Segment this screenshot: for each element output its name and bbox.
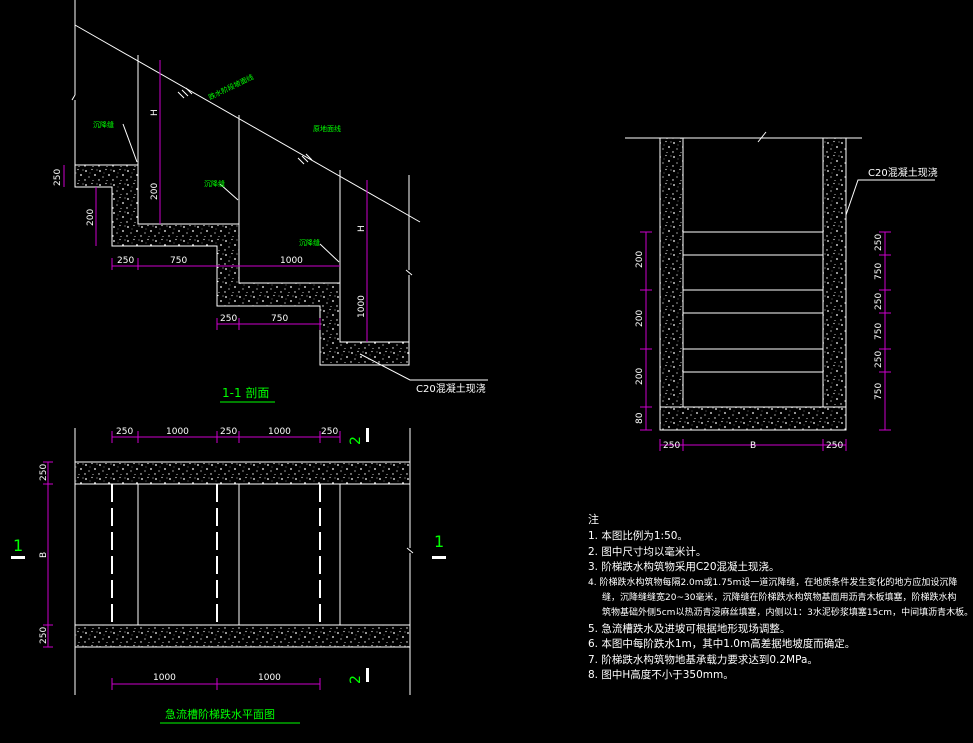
- plan-cut-bottom: 2: [348, 675, 364, 684]
- weep-joint-label-c: 沉降缝: [299, 238, 320, 247]
- cross-base: [659, 406, 847, 431]
- section-dimensions: [63, 60, 368, 342]
- cross-right-dim-3: 750: [874, 323, 884, 340]
- notes-header: 注: [588, 513, 599, 526]
- plan-bottom-wall: [74, 624, 411, 648]
- cross-dim-250b: 250: [826, 441, 843, 451]
- plan-dim-1000a: 1000: [166, 427, 189, 437]
- note-4-cont-2: 筑物基础外侧5cm以热沥青浸麻丝填塞，内侧以1：3水泥砂浆填塞15cm，中间填沥…: [602, 608, 973, 619]
- plan-dim-250a: 250: [116, 427, 133, 437]
- cross-concrete-label: C20混凝土现浇: [868, 166, 938, 179]
- section-title: 1-1 剖面: [222, 386, 269, 400]
- cross-right-wall: [822, 137, 847, 431]
- slope-line-label-2: 原地面线: [313, 124, 341, 133]
- plan-dim-250b: 250: [220, 427, 237, 437]
- section-cut-left: 1: [13, 536, 23, 555]
- cross-right-dim-0: 250: [874, 234, 884, 251]
- cross-dim-B: B: [750, 441, 756, 451]
- weep-joint-label-b: 沉降缝: [204, 179, 225, 188]
- plan-dim-bot-1000b: 1000: [258, 673, 281, 683]
- section-markers: [11, 428, 446, 682]
- slope-line-label-1: 跌水阶段坡面线: [207, 72, 255, 102]
- sec-dim-1000: 1000: [280, 256, 303, 266]
- plan-dimensions: [43, 431, 341, 690]
- cross-left-dim-0: 200: [635, 251, 645, 268]
- weep-joint-label-a: 沉降缝: [93, 120, 114, 129]
- cross-right-dim-4: 250: [874, 351, 884, 368]
- cross-dim-250a: 250: [663, 441, 680, 451]
- cross-right-dim-1: 750: [874, 263, 884, 280]
- cross-section: [625, 131, 935, 431]
- concrete-section-label: C20混凝土现浇: [416, 382, 486, 395]
- cross-dimensions: [640, 231, 891, 451]
- plan-view: [74, 428, 414, 695]
- sec-dim-750a: 750: [170, 256, 187, 266]
- note-8: 8. 图中H高度不小于350mm。: [588, 669, 734, 682]
- sec-dim-v200b: 200: [150, 183, 160, 200]
- note-7: 7. 阶梯跌水构筑物地基承载力要求达到0.2MPa。: [588, 653, 818, 666]
- plan-dim-bot-1000a: 1000: [153, 673, 176, 683]
- notes-block: 注 1. 本图比例为1:50。 2. 图中尺寸均以毫米计。 3. 阶梯跌水构筑物…: [588, 512, 973, 683]
- cross-left-dim-2: 200: [635, 368, 645, 385]
- plan-top-wall: [74, 461, 411, 485]
- section-concrete-body: [74, 164, 410, 366]
- plan-dim-v250a: 250: [39, 464, 49, 481]
- cad-drawing: 250 750 1000 250 750 250 200 200 H H 100…: [11, 0, 938, 724]
- note-4: 4. 阶梯跌水构筑物每隔2.0m或1.75m设一道沉降缝，在地质条件发生变化的地…: [588, 577, 958, 588]
- sec-dim-v200a: 200: [86, 209, 96, 226]
- plan-dim-B: B: [39, 552, 49, 558]
- sec-dim-H1: H: [150, 109, 160, 116]
- note-4-cont-1: 缝，沉降缝缝宽20~30毫米，沉降缝在阶梯跌水构筑物基面用沥青木板填塞，阶梯跌水…: [602, 593, 957, 604]
- cross-left-dim-1: 200: [635, 310, 645, 327]
- section-cut-right: 1: [434, 532, 444, 551]
- cross-left-wall: [659, 137, 684, 431]
- sec-dim-250a: 250: [117, 256, 134, 266]
- sec-dim-250b: 250: [220, 314, 237, 324]
- section-view: [71, 0, 488, 381]
- plan-title: 急流槽阶梯跌水平面图: [165, 707, 275, 721]
- plan-dim-250c: 250: [321, 427, 338, 437]
- cross-right-dim-5: 750: [874, 383, 884, 400]
- cross-left-dim-3: 80: [635, 412, 645, 424]
- note-6: 6. 本图中每阶跌水1m，其中1.0m高差据地坡度而确定。: [588, 638, 856, 651]
- note-5: 5. 急流槽跌水及进坡可根据地形现场调整。: [588, 622, 791, 635]
- plan-dim-v250b: 250: [39, 627, 49, 644]
- note-1: 1. 本图比例为1:50。: [588, 530, 688, 543]
- sec-dim-H2: H: [357, 225, 367, 232]
- sec-dim-1000v: 1000: [357, 295, 367, 318]
- note-2: 2. 图中尺寸均以毫米计。: [588, 545, 707, 558]
- sec-dim-750b: 750: [271, 314, 288, 324]
- plan-dim-1000b: 1000: [268, 427, 291, 437]
- plan-cut-top: 2: [348, 436, 364, 445]
- sec-dim-v250: 250: [53, 169, 63, 186]
- note-3: 3. 阶梯跌水构筑物采用C20混凝土现浇。: [588, 561, 780, 574]
- cross-right-dim-2: 250: [874, 293, 884, 310]
